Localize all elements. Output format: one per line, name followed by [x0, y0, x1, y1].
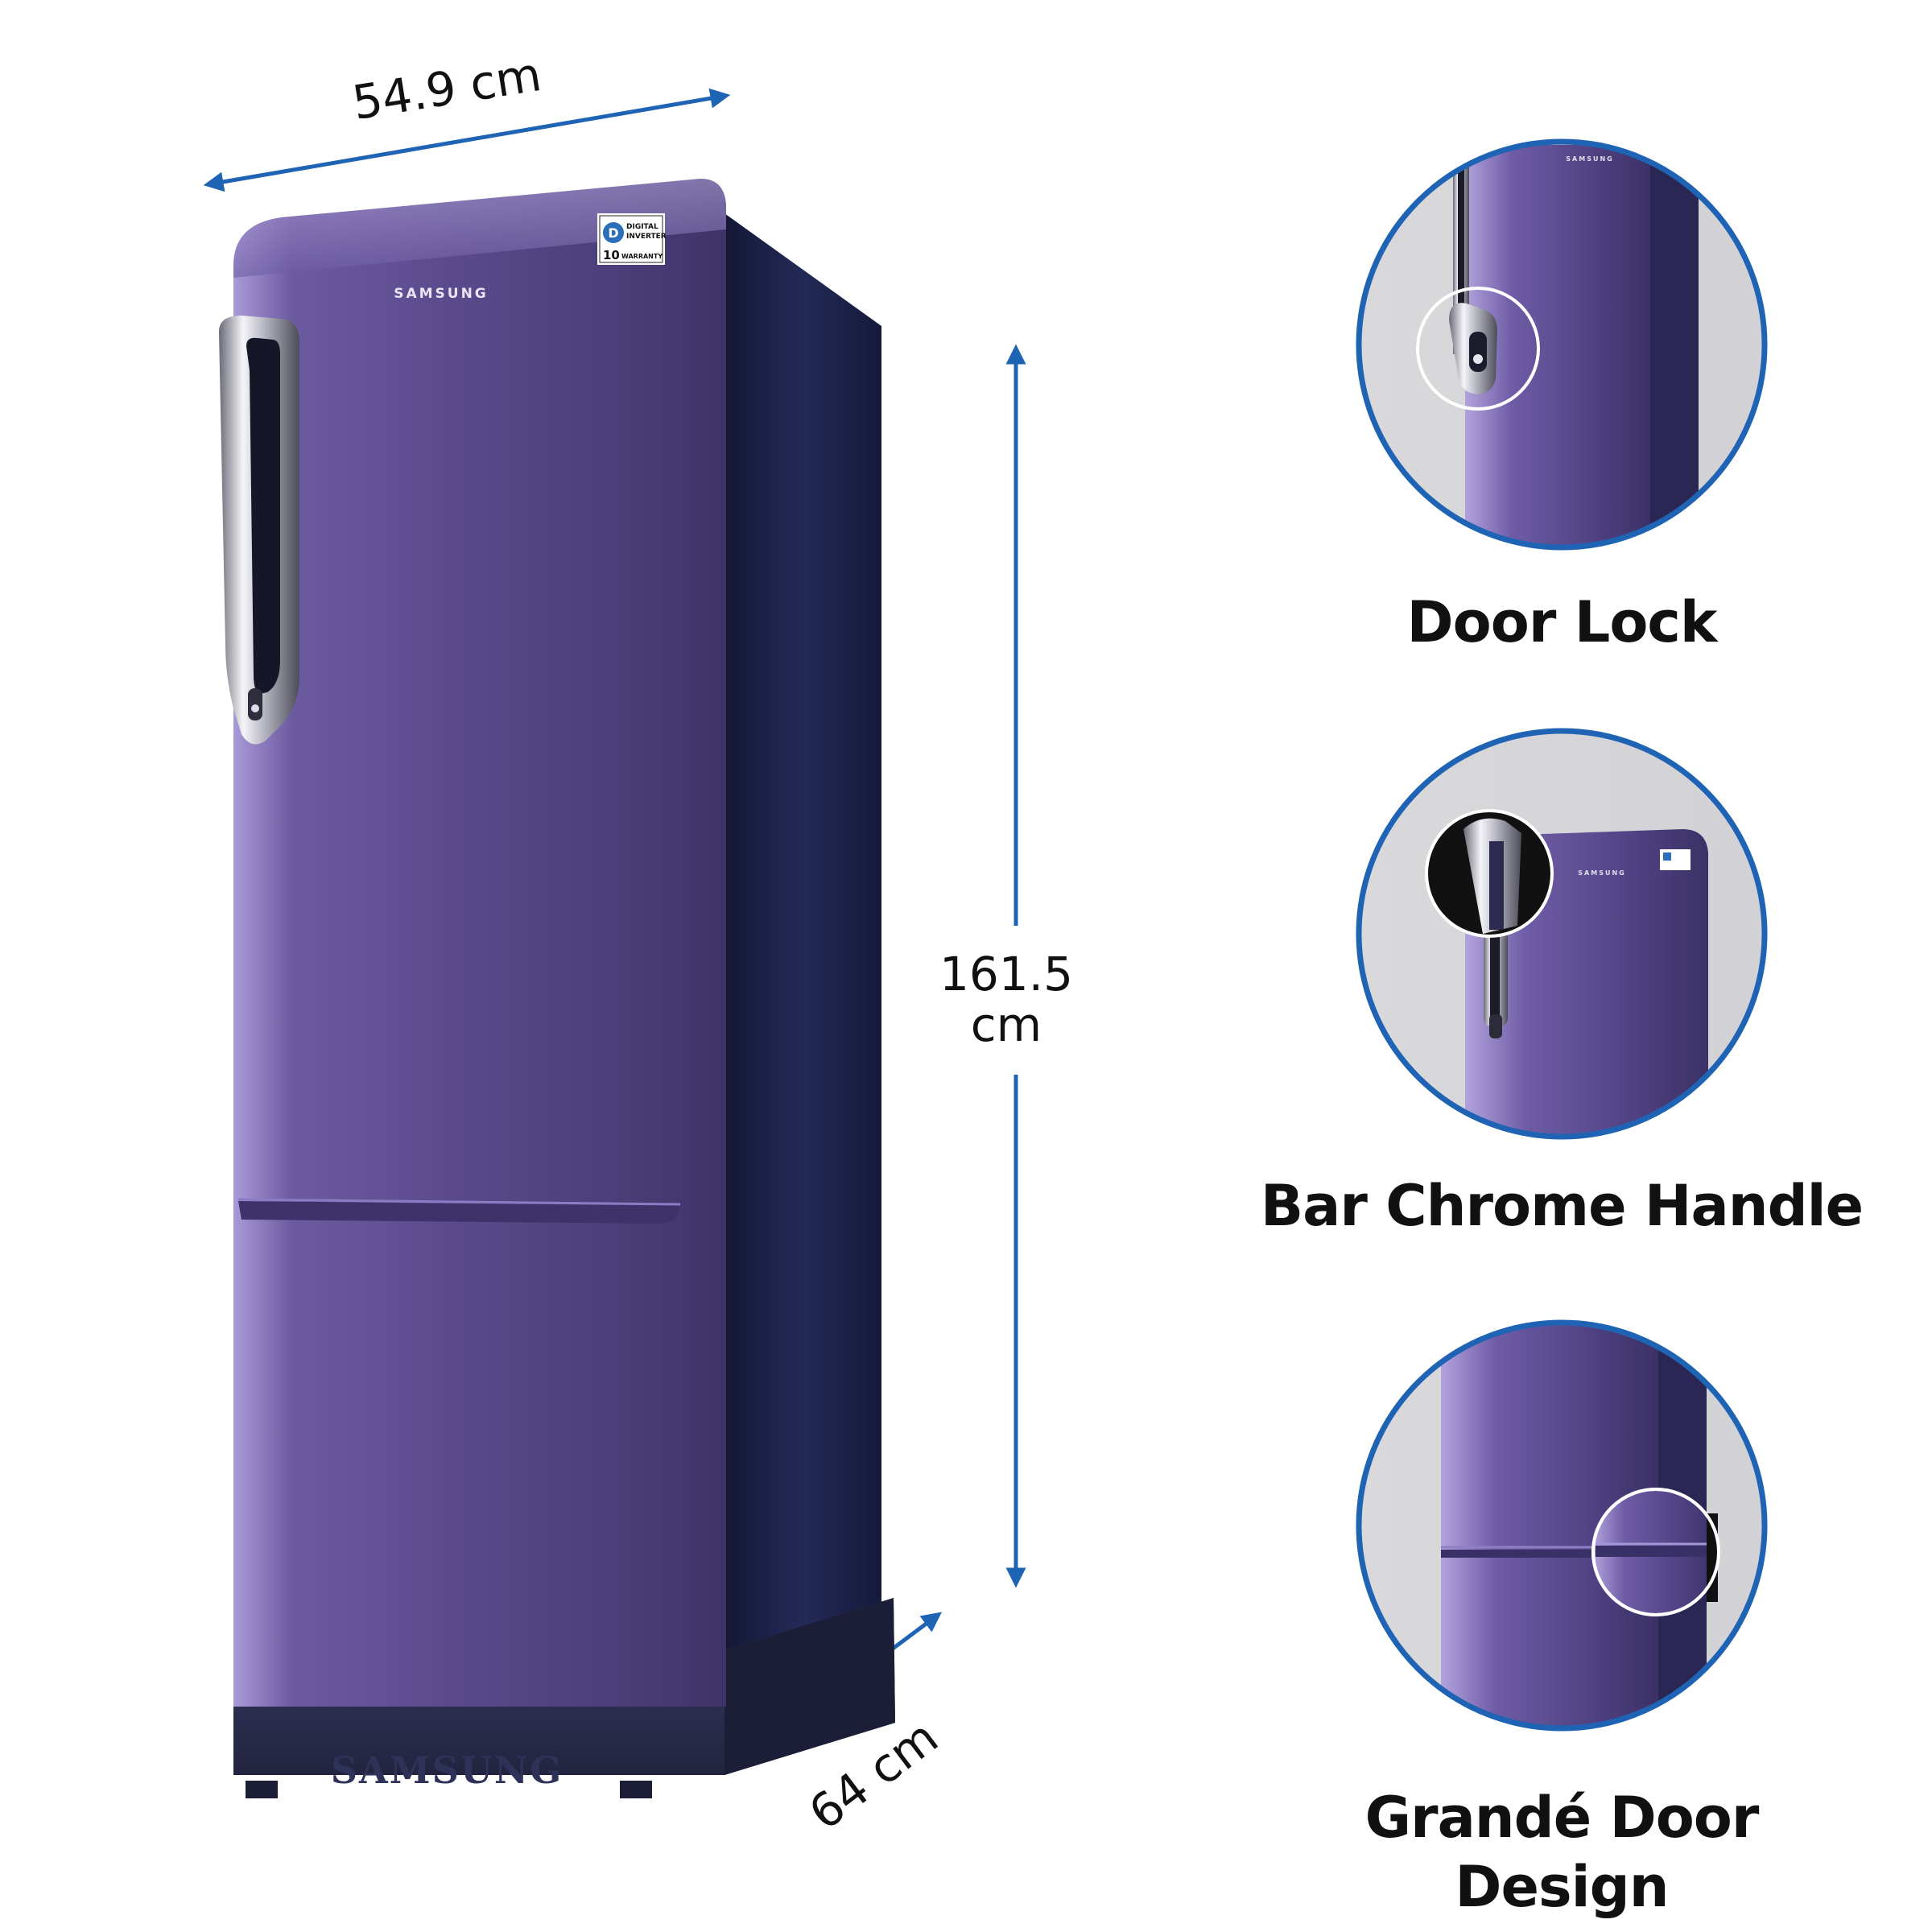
badge-line2: INVERTER [626, 233, 667, 241]
height-unit: cm [971, 997, 1042, 1052]
circle-border [1356, 138, 1768, 551]
closeup-logo: SAMSUNG [1566, 155, 1613, 163]
base-embossed-logo: SAMSUNG [331, 1748, 564, 1792]
feature-label-door-lock-text: Door Lock [1406, 589, 1718, 655]
badge-line1: DIGITAL [626, 223, 658, 231]
height-value: 161.5 [939, 947, 1073, 1001]
width-dimension: 54.9 cm [203, 47, 731, 192]
feature-label-bar-chrome-handle: Bar Chrome Handle [1248, 1171, 1876, 1241]
feature-circle-bar-chrome-handle: SAMSUNG [1356, 728, 1768, 1140]
chrome-handle [219, 316, 299, 745]
feature-label-door-lock: Door Lock [1248, 588, 1876, 657]
feature-label-grande-line1: Grandé Door [1364, 1785, 1760, 1851]
badge-warranty-number: 10 [603, 248, 620, 262]
samsung-logo: SAMSUNG [394, 286, 489, 302]
feature-circle-door-lock: SAMSUNG [1356, 138, 1768, 551]
door-lock-magnifier [1416, 287, 1540, 411]
svg-text:D: D [608, 225, 618, 241]
width-label: 54.9 cm [349, 47, 545, 130]
circle-border-3 [1356, 1319, 1768, 1732]
refrigerator: SAMSUNG SAMSUNG D DIGITAL INVERTER 10 WA… [219, 179, 895, 1798]
feature-label-bar-chrome-text: Bar Chrome Handle [1260, 1173, 1864, 1239]
height-dimension: 161.5 cm [939, 344, 1073, 1588]
badge-warranty-word: WARRANTY [621, 253, 663, 260]
feature-circle-grande-door [1356, 1319, 1768, 1732]
feature-label-grande-line2: Design [1455, 1854, 1669, 1920]
fridge-door-top-edge [233, 179, 726, 278]
circle-border-2 [1356, 728, 1768, 1140]
digital-inverter-badge: D DIGITAL INVERTER 10 WARRANTY [597, 213, 667, 265]
fridge-side-panel [724, 213, 881, 1707]
fridge-door [233, 179, 726, 1707]
feature-label-grande-door-design: Grandé Door Design [1248, 1783, 1876, 1922]
closeup-logo-2: SAMSUNG [1578, 869, 1625, 877]
door-groove [238, 1201, 680, 1224]
width-arrow [203, 88, 731, 192]
